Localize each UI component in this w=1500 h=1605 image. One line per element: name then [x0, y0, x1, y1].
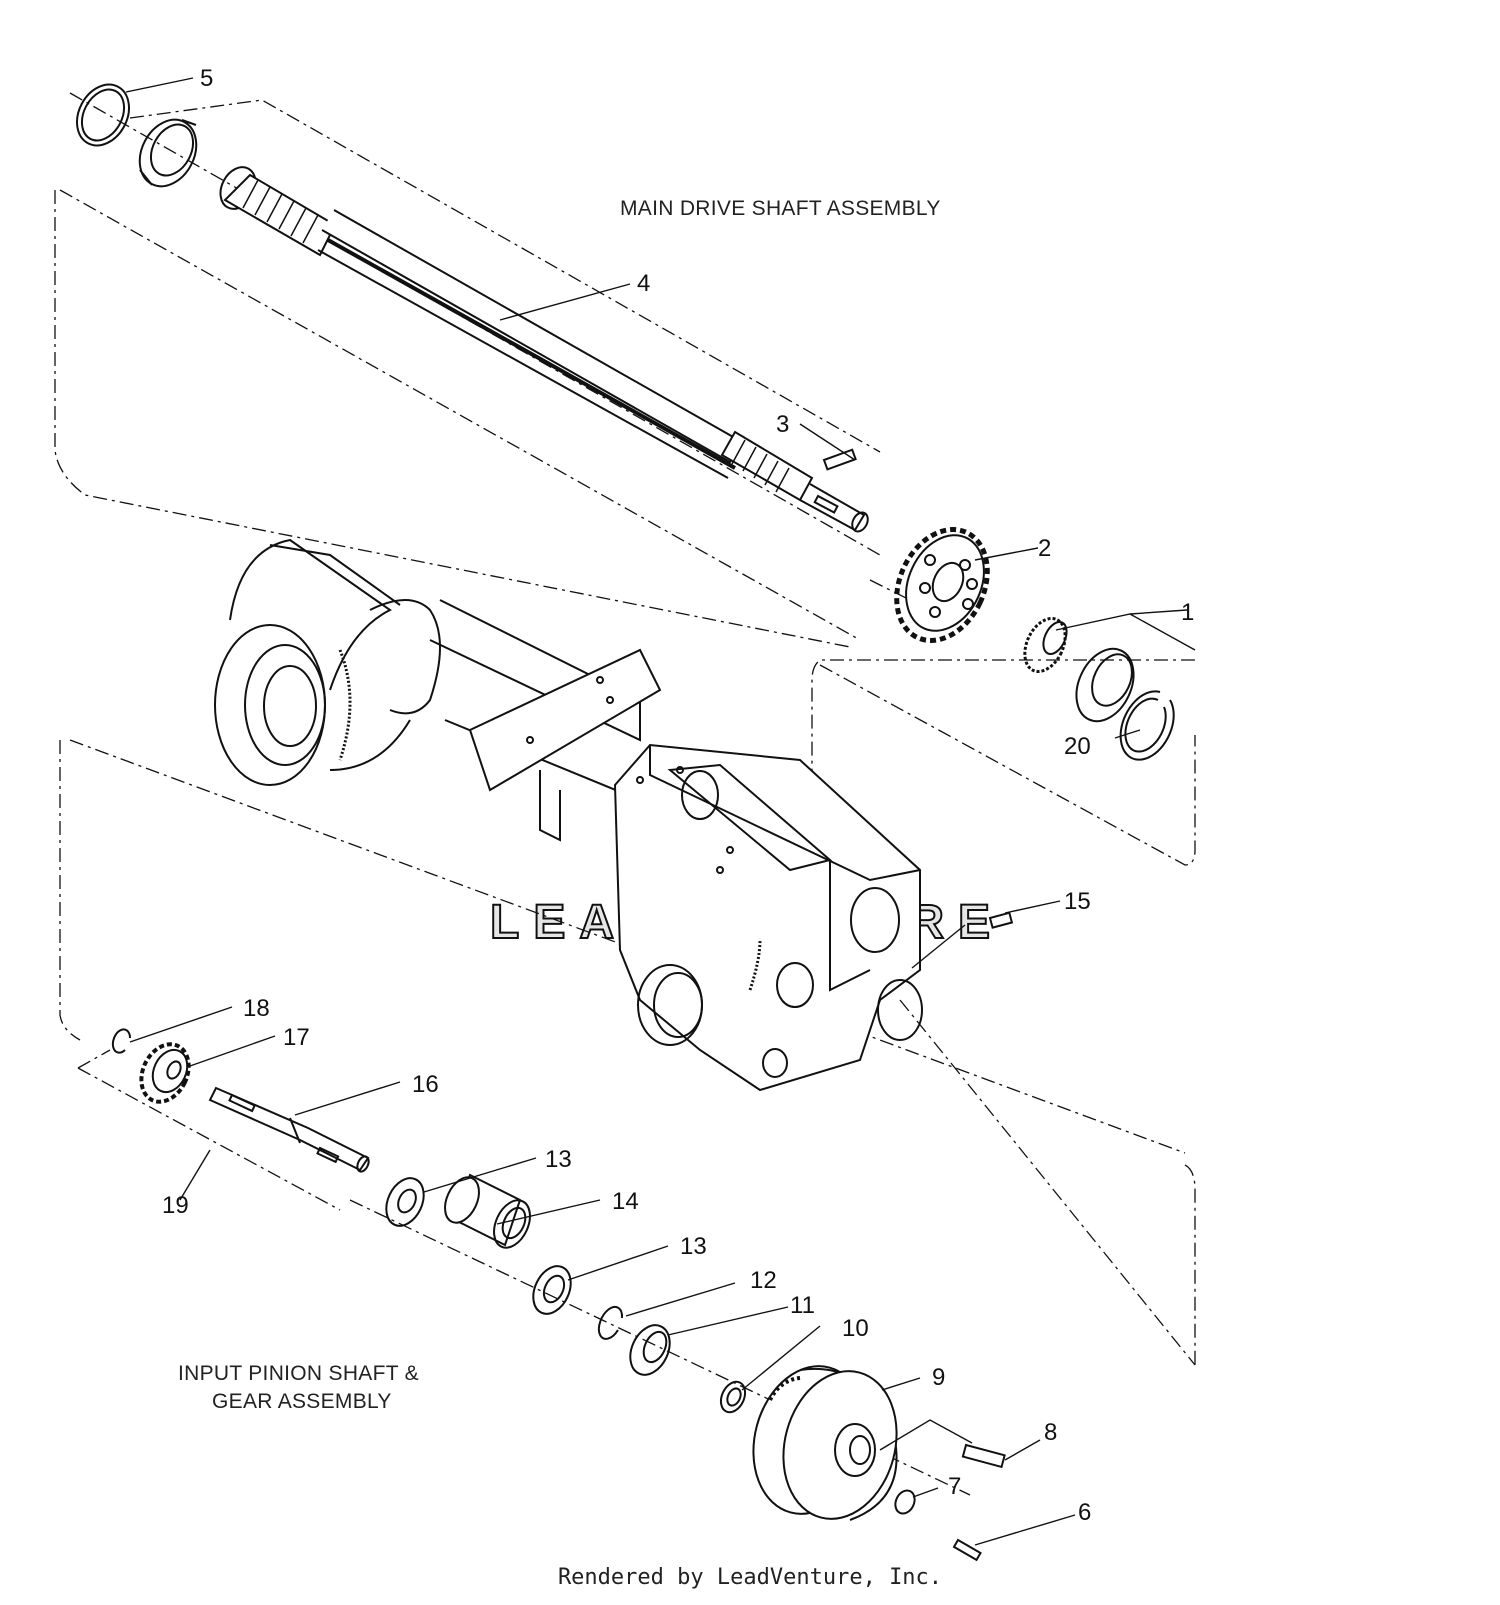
main-drive-shaft-part-4	[219, 166, 869, 533]
callout-15: 15	[1064, 888, 1091, 915]
callout-19: 19	[162, 1192, 189, 1219]
bearing-part-11	[629, 1324, 671, 1376]
axle-housing	[214, 538, 662, 842]
bolt-part-6	[952, 1538, 982, 1562]
input-pinion-title-line2: GEAR ASSEMBLY	[212, 1390, 392, 1413]
callout-3: 3	[776, 411, 789, 438]
callout-labels: 1 2 3 4 5 6 7 8 9 10 11 12 13 13 14 15 1…	[162, 65, 1194, 1526]
callout-7: 7	[948, 1473, 961, 1500]
input-pinion-title-line1: INPUT PINION SHAFT &	[178, 1362, 419, 1385]
callout-1: 1	[1181, 599, 1194, 626]
callout-20: 20	[1064, 733, 1091, 760]
callout-13-upper: 13	[545, 1146, 572, 1173]
pulley-part-9	[752, 1365, 898, 1521]
callout-17: 17	[283, 1024, 310, 1051]
main-drive-shaft-assembly-title: MAIN DRIVE SHAFT ASSEMBLY	[620, 197, 941, 220]
key-part-8	[961, 1443, 1006, 1469]
callout-9: 9	[932, 1364, 945, 1391]
key-part-3	[822, 448, 857, 471]
callout-11: 11	[790, 1292, 815, 1319]
callout-8: 8	[1044, 1419, 1057, 1446]
callout-10: 10	[842, 1315, 869, 1342]
retaining-ring-part-5	[76, 83, 130, 147]
input-shaft-part-16	[208, 1086, 370, 1173]
snap-ring-part-12	[597, 1305, 624, 1340]
transmission-case	[613, 743, 923, 1092]
callout-leader-lines	[125, 77, 1196, 1546]
callout-13-lower: 13	[680, 1233, 707, 1260]
washer-part-13-lower	[532, 1265, 572, 1315]
callout-2: 2	[1038, 535, 1051, 562]
washer-part-13-upper	[385, 1177, 425, 1227]
callout-12: 12	[750, 1267, 777, 1294]
washer-part-10	[719, 1380, 747, 1414]
callout-5: 5	[200, 65, 213, 92]
footer-credit: Rendered by LeadVenture, Inc.	[557, 1565, 943, 1590]
set-screw-part-15	[988, 911, 1014, 929]
washer-part-7	[894, 1489, 916, 1515]
bearing-part-1	[1023, 617, 1135, 723]
bushing-part-14	[444, 1173, 531, 1249]
callout-16: 16	[412, 1071, 439, 1098]
callout-18: 18	[243, 995, 270, 1022]
pinion-gear-part-17	[139, 1042, 191, 1104]
clip-part-18	[111, 1028, 131, 1054]
bearing-cup-top	[138, 118, 198, 188]
callout-6: 6	[1078, 1499, 1091, 1526]
callout-14: 14	[612, 1188, 639, 1215]
callout-4: 4	[637, 270, 650, 297]
snap-ring-part-20	[1119, 690, 1175, 761]
gear-part-2	[894, 527, 990, 643]
